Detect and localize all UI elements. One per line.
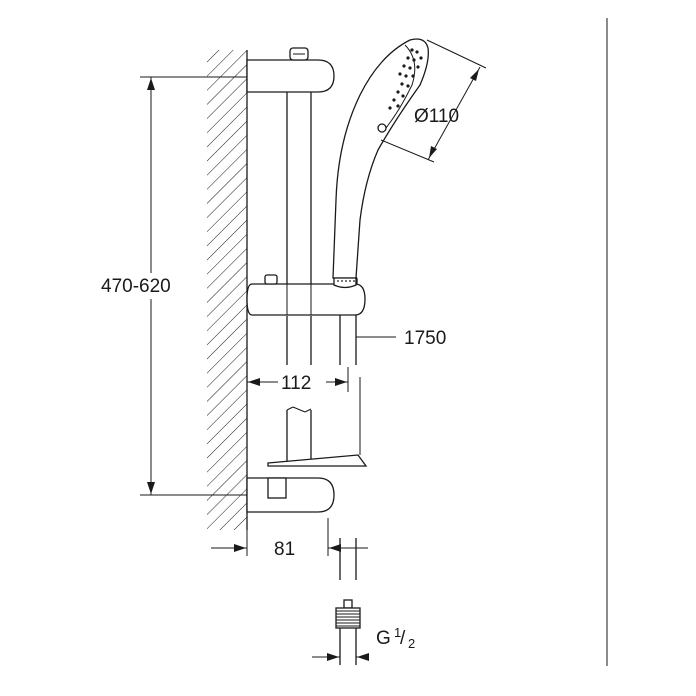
rail-upper — [286, 90, 312, 285]
top-wall-bracket — [246, 47, 335, 93]
thread-fraction-numerator: 1 — [394, 625, 401, 640]
wall — [207, 50, 248, 530]
thread-dimension — [312, 653, 369, 661]
bracket-depth-dimension — [211, 518, 368, 556]
thread-fraction-slash: / — [400, 628, 406, 649]
diameter-dimension — [380, 39, 487, 163]
thread-fraction-denominator: 2 — [408, 636, 415, 651]
hose-segment — [339, 315, 357, 365]
head-diameter-label: Ø110 — [414, 106, 459, 127]
hose-connector — [335, 538, 361, 665]
rail-middle — [286, 316, 312, 365]
bottom-wall-bracket — [246, 454, 368, 513]
spray-nozzles — [388, 48, 423, 110]
hand-shower-head — [332, 38, 429, 289]
thread-label: G — [376, 628, 391, 649]
projection-label: 112 — [281, 373, 311, 394]
height-range-label: 470-620 — [101, 276, 171, 297]
rail-lower — [286, 406, 312, 462]
bracket-depth-label: 81 — [274, 539, 295, 560]
hose-length-label: 1750 — [404, 328, 446, 349]
